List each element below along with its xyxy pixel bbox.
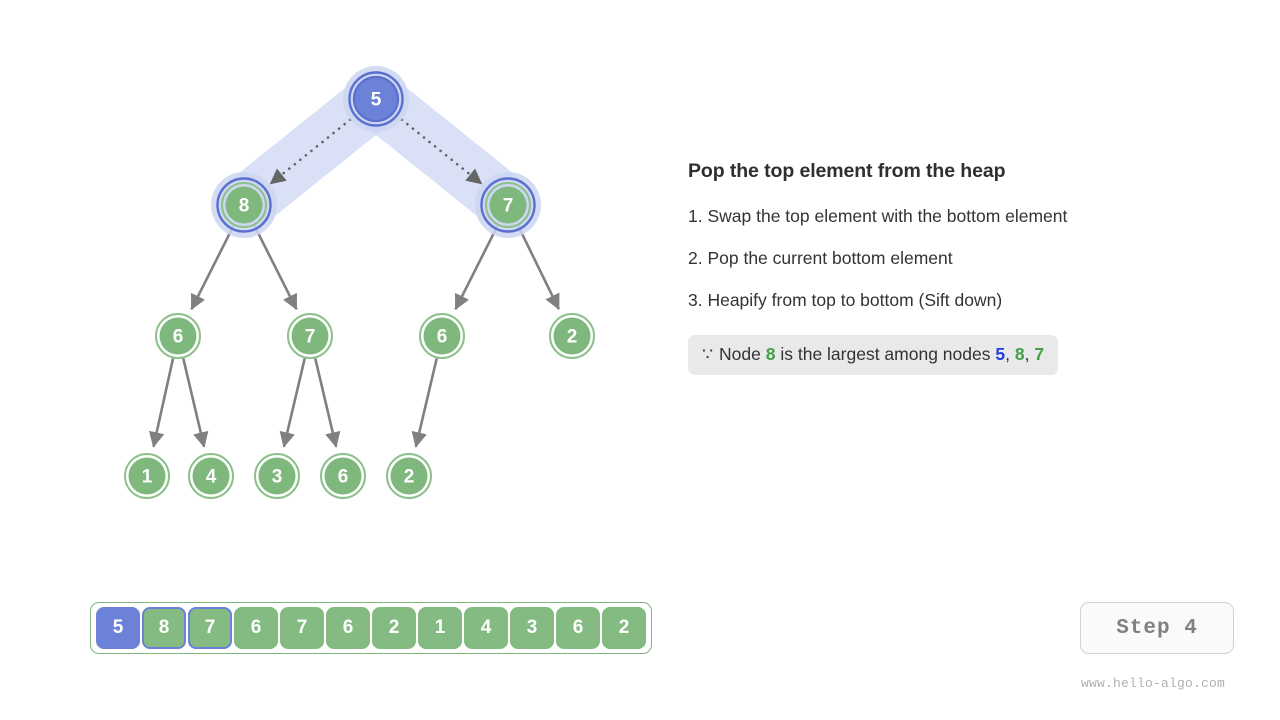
because-symbol: ∵ <box>702 344 715 365</box>
node-outer-ring <box>320 453 366 499</box>
comparison-arrow-2 <box>394 113 483 186</box>
array-cell: 6 <box>234 607 278 649</box>
node-circle <box>192 457 230 495</box>
array-cell: 6 <box>556 607 600 649</box>
tree-edge-5 <box>149 358 175 448</box>
node-outer-ring <box>188 453 234 499</box>
node-outer-ring <box>485 182 531 228</box>
selection-ring <box>480 177 536 233</box>
array-cell: 5 <box>96 607 140 649</box>
tree-nodes: 5 8 7 6 7 6 2 1 4 3 6 2 <box>124 66 595 499</box>
node-circle <box>423 317 461 355</box>
instruction-step-1: 1. Swap the top element with the bottom … <box>688 206 1068 226</box>
note-candidate-2: 8 <box>1014 344 1025 365</box>
node-circle <box>489 186 527 224</box>
array-cell: 8 <box>142 607 186 649</box>
tree-node: 7 <box>287 313 333 359</box>
tree-edge-9 <box>411 358 438 448</box>
tree-node: 8 <box>211 172 277 238</box>
tree-edge-8 <box>314 358 341 448</box>
array-cell: 2 <box>372 607 416 649</box>
heap-tree-panel: 5 8 7 6 7 6 2 1 4 3 6 2 <box>0 0 680 560</box>
node-outer-ring <box>155 313 201 359</box>
selection-ring <box>348 71 404 127</box>
panel-title: Pop the top element from the heap <box>688 160 1006 182</box>
tree-edge-2 <box>253 224 298 311</box>
note-text-middle: is the largest among nodes <box>780 344 991 365</box>
array-cell: 6 <box>326 607 370 649</box>
node-circle <box>159 317 197 355</box>
array-cell: 2 <box>602 607 646 649</box>
node-value: 4 <box>206 467 217 488</box>
node-value: 2 <box>567 327 578 348</box>
array-cell: 4 <box>464 607 508 649</box>
tree-edge-3 <box>454 224 499 311</box>
tree-edges <box>149 224 560 448</box>
node-outer-ring <box>549 313 595 359</box>
node-circle <box>225 186 263 224</box>
node-outer-ring <box>386 453 432 499</box>
tree-node: 7 <box>475 172 541 238</box>
note-subject-node: 8 <box>765 344 776 365</box>
node-outer-ring <box>254 453 300 499</box>
selection-ring <box>216 177 272 233</box>
tree-node: 6 <box>320 453 366 499</box>
reason-callout: ∵ Node 8 is the largest among nodes 5, 8… <box>688 335 1059 375</box>
note-sep-2: , <box>1024 344 1030 365</box>
node-value: 5 <box>371 90 382 111</box>
node-circle <box>291 317 329 355</box>
note-text-before: Node <box>719 344 761 365</box>
note-sep-1: , <box>1005 344 1010 365</box>
node-value: 6 <box>338 467 349 488</box>
tree-node: 6 <box>419 313 465 359</box>
note-candidate-1: 5 <box>995 344 1006 365</box>
info-panel: Pop the top element from the heap 1. Swa… <box>688 160 1248 375</box>
tree-edge-6 <box>182 358 209 448</box>
node-value: 1 <box>142 467 153 488</box>
note-candidate-3: 7 <box>1034 344 1045 365</box>
tree-comparison-arrows <box>269 113 483 186</box>
tree-node: 2 <box>549 313 595 359</box>
node-value: 6 <box>437 327 448 348</box>
watermark: www.hello-algo.com <box>1080 676 1226 691</box>
node-value: 7 <box>305 327 316 348</box>
tree-node: 3 <box>254 453 300 499</box>
tree-node: 4 <box>188 453 234 499</box>
tree-edge-4 <box>516 225 560 310</box>
node-value: 3 <box>272 467 283 488</box>
step-badge: Step 4 <box>1080 602 1234 654</box>
node-value: 8 <box>239 196 250 217</box>
tree-edge-7 <box>279 358 306 448</box>
instruction-step-2: 2. Pop the current bottom element <box>688 248 953 269</box>
array-cell: 1 <box>418 607 462 649</box>
instruction-step-3: 3. Heapify from top to bottom (Sift down… <box>688 290 1003 311</box>
tree-node: 6 <box>155 313 201 359</box>
heap-tree-svg: 5 8 7 6 7 6 2 1 4 3 6 2 <box>124 66 595 499</box>
comparison-arrow-1 <box>269 113 358 186</box>
node-value: 7 <box>503 196 514 217</box>
node-circle <box>258 457 296 495</box>
array-cell: 7 <box>188 607 232 649</box>
node-circle <box>128 457 166 495</box>
node-outer-ring <box>124 453 170 499</box>
array-cell: 7 <box>280 607 324 649</box>
tree-node: 2 <box>386 453 432 499</box>
node-outer-ring <box>287 313 333 359</box>
node-outer-ring <box>221 182 267 228</box>
node-circle <box>553 317 591 355</box>
array-cell: 3 <box>510 607 554 649</box>
node-value: 6 <box>173 327 184 348</box>
tree-node: 1 <box>124 453 170 499</box>
tree-edge-1 <box>190 224 235 311</box>
tree-node: 5 <box>343 66 409 132</box>
node-circle <box>352 75 400 123</box>
node-circle <box>324 457 362 495</box>
node-outer-ring <box>419 313 465 359</box>
node-value: 2 <box>404 467 415 488</box>
node-circle <box>390 457 428 495</box>
